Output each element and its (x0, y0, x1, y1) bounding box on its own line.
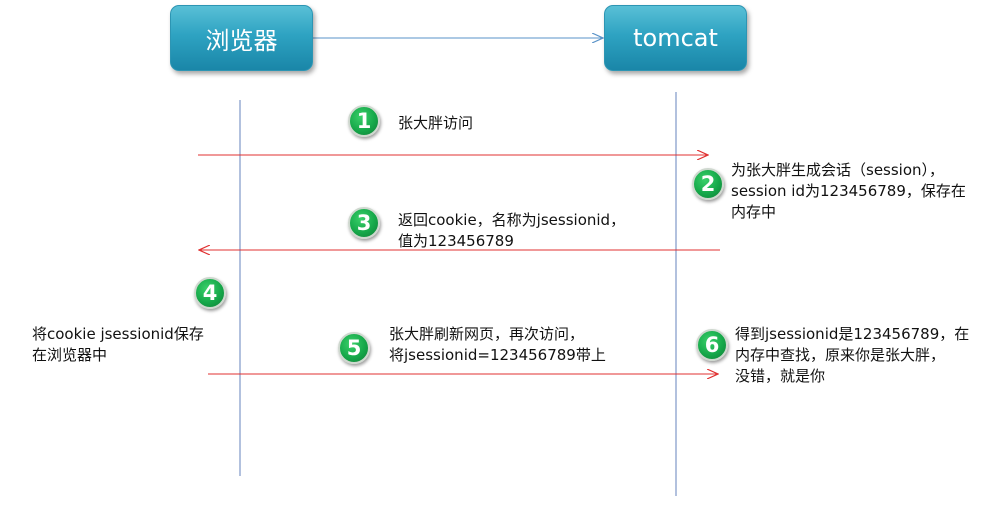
browser-actor-label: 浏览器 (205, 26, 278, 55)
step-5-line-2: 将jsessionid=123456789带上 (389, 346, 606, 364)
step-1-line-1: 张大胖访问 (398, 114, 474, 132)
step-2-text: 为张大胖生成会话（session）， session id为123456789，… (731, 160, 966, 223)
browser-actor-box: 浏览器 (170, 5, 313, 71)
step-6-line-2: 内存中查找，原来你是张大胖， (735, 346, 946, 364)
step-4-text: 将cookie jsessionid保存 在浏览器中 (32, 324, 204, 366)
step-3-line-2: 值为123456789 (398, 232, 514, 250)
step-5-line-1: 张大胖刷新网页，再次访问， (389, 325, 585, 343)
step-2-badge: 2 (692, 168, 724, 200)
step-4-line-2: 在浏览器中 (32, 346, 108, 364)
step-3-badge: 3 (348, 207, 380, 239)
step-1-text: 张大胖访问 (398, 113, 473, 134)
tomcat-actor-box: tomcat (604, 5, 747, 71)
step-3-line-1: 返回cookie，名称为jsessionid， (398, 211, 626, 229)
step-5-badge: 5 (338, 332, 370, 364)
step-2-line-1: 为张大胖生成会话（session）， (731, 161, 945, 179)
step-4-line-1: 将cookie jsessionid保存 (32, 325, 204, 343)
tomcat-actor-label: tomcat (633, 24, 718, 52)
step-2-line-3: 内存中 (731, 203, 777, 221)
step-6-badge: 6 (696, 329, 728, 361)
step-3-text: 返回cookie，名称为jsessionid， 值为123456789 (398, 210, 625, 252)
step-6-line-1: 得到jsessionid是123456789，在 (735, 325, 970, 343)
step-5-text: 张大胖刷新网页，再次访问， 将jsessionid=123456789带上 (389, 324, 606, 366)
step-1-badge: 1 (348, 105, 380, 137)
step-6-text: 得到jsessionid是123456789，在 内存中查找，原来你是张大胖， … (735, 324, 969, 387)
step-4-badge: 4 (194, 277, 226, 309)
step-2-line-2: session id为123456789，保存在 (731, 182, 966, 200)
step-6-line-3: 没错，就是你 (735, 367, 826, 385)
